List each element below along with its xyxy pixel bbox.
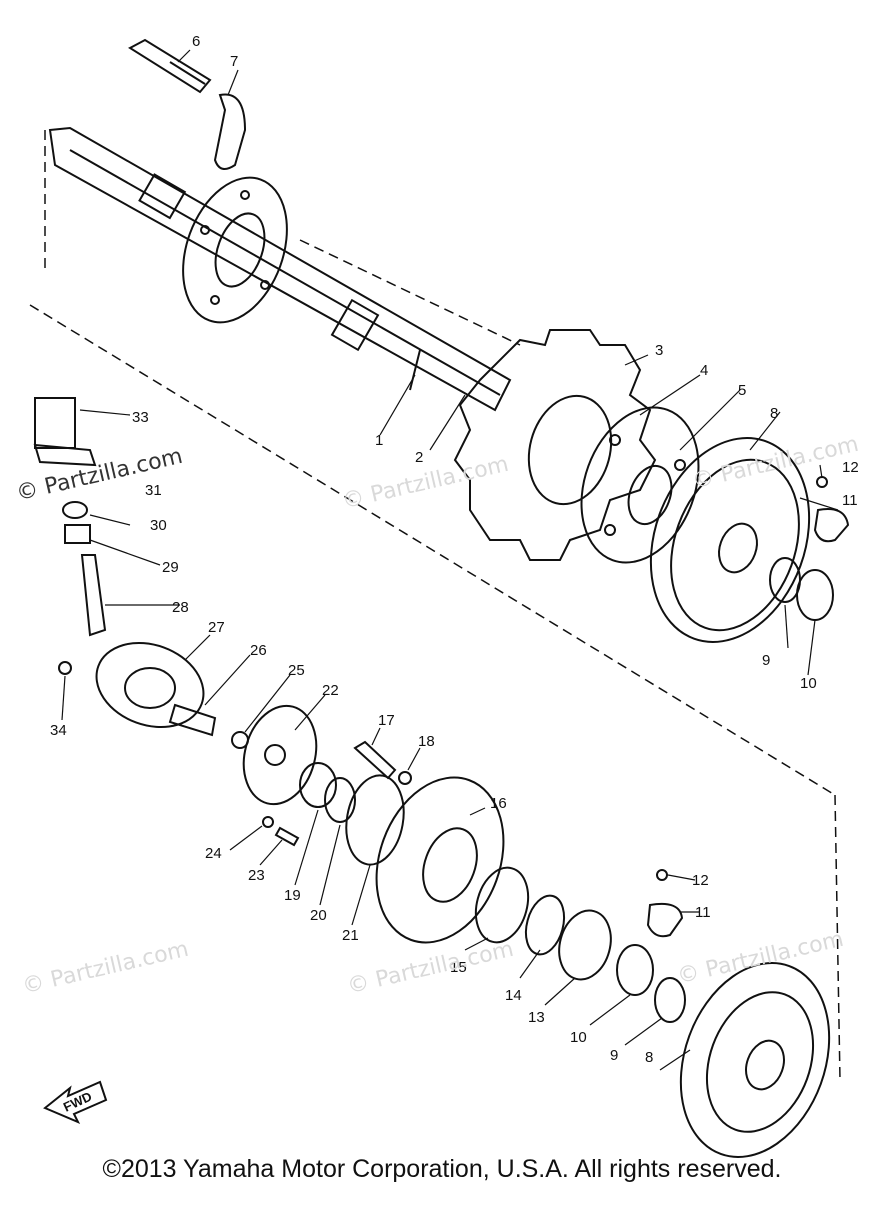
gear-housing-27 <box>95 641 205 729</box>
callout-16: 16 <box>490 795 507 812</box>
callout-7: 7 <box>230 53 238 70</box>
bracket-7 <box>213 93 247 170</box>
bolt-34 <box>58 661 72 675</box>
screw-23 <box>274 826 300 847</box>
callout-11-upper: 11 <box>842 492 858 509</box>
o-ring-21 <box>345 774 405 866</box>
callout-23: 23 <box>248 867 265 884</box>
callout-21: 21 <box>342 927 359 944</box>
callout-labels: 1 2 3 4 5 6 7 8 9 10 11 12 13 14 15 16 1… <box>50 33 859 1115</box>
callout-9-lower: 9 <box>610 1047 618 1064</box>
clamp-11-lower <box>646 902 684 938</box>
callout-22: 22 <box>322 682 339 699</box>
bearing-10-upper <box>796 569 834 621</box>
callout-8-lower: 8 <box>645 1049 653 1066</box>
callout-26: 26 <box>250 642 267 659</box>
callout-12-upper: 12 <box>842 459 859 476</box>
callout-24: 24 <box>205 845 222 862</box>
callout-13: 13 <box>528 1009 545 1026</box>
ring-9-lower <box>654 977 686 1023</box>
seal-15 <box>474 866 530 944</box>
callout-28: 28 <box>172 599 189 616</box>
callout-29: 29 <box>162 559 179 576</box>
callout-25: 25 <box>288 662 305 679</box>
callout-5: 5 <box>738 382 746 399</box>
bearing-13 <box>558 909 612 981</box>
screw-12-upper <box>816 476 828 488</box>
sprocket-3 <box>453 329 657 561</box>
gear-26 <box>168 703 217 737</box>
speedometer-housing <box>33 397 107 637</box>
clamp-11-upper <box>813 508 850 543</box>
screw-24 <box>262 816 274 828</box>
shaft-flange <box>182 176 288 324</box>
callout-19: 19 <box>284 887 301 904</box>
leader-lines <box>61 49 839 1071</box>
callout-18: 18 <box>418 733 435 750</box>
bushing-25 <box>231 731 249 749</box>
callout-10-lower: 10 <box>570 1029 587 1046</box>
callout-6: 6 <box>192 33 200 50</box>
housing-16 <box>375 776 505 944</box>
callout-8-upper: 8 <box>770 405 778 422</box>
drive-shaft <box>48 126 512 412</box>
washer-20 <box>324 777 356 823</box>
hub-22 <box>242 704 318 806</box>
bolt-17 <box>353 740 397 780</box>
screw-12-lower <box>656 869 668 881</box>
callout-14: 14 <box>505 987 522 1004</box>
callout-30: 30 <box>150 517 167 534</box>
nut-19 <box>299 762 337 808</box>
wheel-8-upper <box>649 437 811 643</box>
callout-15: 15 <box>450 959 467 976</box>
fwd-arrow <box>43 1080 108 1124</box>
callout-3: 3 <box>655 342 663 359</box>
washer-18 <box>398 771 412 785</box>
callout-34: 34 <box>50 722 67 739</box>
plate-5 <box>580 406 700 564</box>
callout-2: 2 <box>415 449 423 466</box>
bolt-6 <box>128 38 212 94</box>
wheel-8-lower <box>679 962 831 1158</box>
dashed-frame <box>29 130 841 1081</box>
callout-12-lower: 12 <box>692 872 709 889</box>
copyright-caption: ©2013 Yamaha Motor Corporation, U.S.A. A… <box>102 1155 782 1183</box>
callout-9-upper: 9 <box>762 652 770 669</box>
callout-17: 17 <box>378 712 395 729</box>
callout-27: 27 <box>208 619 225 636</box>
callout-11-lower: 11 <box>695 904 711 921</box>
callout-1: 1 <box>375 432 383 449</box>
bearing-10-lower <box>616 944 654 996</box>
callout-10-upper: 10 <box>800 675 817 692</box>
callout-33: 33 <box>132 409 149 426</box>
callout-31: 31 <box>145 482 162 499</box>
callout-4: 4 <box>700 362 708 379</box>
callout-20: 20 <box>310 907 327 924</box>
